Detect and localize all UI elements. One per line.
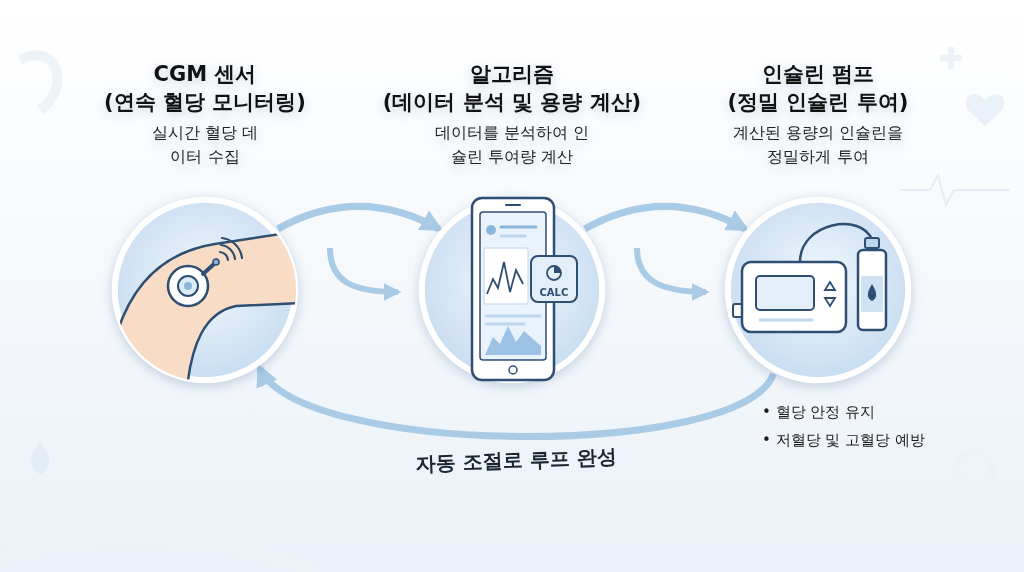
pump-slot: [760, 319, 812, 322]
app-icon: [486, 225, 496, 235]
calc-badge: [531, 256, 577, 302]
bg-heart-icon: [966, 94, 1005, 126]
bullet-note: • 저혈당 및 고혈당 예방: [762, 430, 925, 450]
pump-up-button: [825, 282, 835, 290]
app-bar: [486, 323, 524, 326]
chart-frame: [484, 248, 528, 304]
app-bar: [486, 315, 540, 318]
area-chart: [485, 326, 541, 355]
node-description: 계산된 용량의 인슐린을 정밀하게 투여: [728, 121, 908, 169]
pie-icon: [547, 266, 561, 280]
flow-arrow: [585, 206, 745, 229]
flow-accent-arrow: [637, 248, 706, 292]
node-title: 알고리즘: [352, 60, 672, 88]
node-heading: 알고리즘(데이터 분석 및 용량 계산) 데이터를 분석하여 인슐린 투여량 계산: [352, 60, 672, 169]
node-title: 인슐린 펌프: [658, 60, 978, 88]
edge-label: 자동 조절로 루프 완성: [415, 443, 617, 477]
node-heading: 인슐린 펌프(정밀 인슐린 투여) 계산된 용량의 인슐린을 정밀하게 투여: [658, 60, 978, 169]
phone-speaker: [506, 204, 520, 206]
node-description: 데이터를 분석하여 인슐린 투여량 계산: [432, 121, 592, 169]
circle-outline: [417, 195, 607, 385]
insulin-drop: [868, 284, 876, 301]
pie-wedge: [554, 266, 561, 273]
bg-drop-icon: [31, 440, 49, 474]
sensor-ring: [178, 276, 198, 296]
process-circle: 알고리즘(데이터 분석 및 용량 계산)데이터를 분석하여 인슐린 투여량 계산: [417, 195, 607, 385]
signal-wave: [221, 245, 235, 259]
phone-button: [509, 366, 517, 374]
bg-swirl: [20, 55, 57, 110]
vial-cap: [865, 238, 879, 248]
node-title: (정밀 인슐린 투여): [658, 88, 978, 116]
bg-ring: [957, 452, 993, 488]
sensor-antenna: [203, 264, 214, 274]
pump-body: [742, 262, 846, 332]
circle-fill: [728, 200, 909, 381]
flow-accent-arrow: [330, 248, 398, 292]
node-title: (데이터 분석 및 용량 계산): [352, 88, 672, 116]
sensor-body: [168, 266, 208, 306]
pump-nozzle: [733, 304, 744, 317]
pump-down-button: [825, 298, 835, 306]
pump-tube: [800, 224, 872, 262]
circle-outline: [723, 195, 913, 385]
glucose-line-chart: [487, 262, 523, 294]
circle-fill: [115, 200, 296, 381]
node-title: (연속 혈당 모니터링): [45, 88, 365, 116]
sensor-core: [184, 282, 192, 290]
flow-arrow: [278, 206, 439, 229]
vial-label: [861, 276, 883, 312]
node-description: 실시간 혈당 데이터 수집: [145, 121, 265, 169]
circle-outline: [110, 195, 300, 385]
pump-screen: [756, 276, 814, 310]
node-title: CGM 센서: [45, 60, 365, 88]
node-heading: CGM 센서(연속 혈당 모니터링) 실시간 혈당 데이터 수집: [45, 60, 365, 169]
signal-wave: [220, 252, 228, 260]
icon-label: CALC: [540, 287, 569, 298]
arm-illustration: [96, 228, 320, 400]
sensor-antenna-tip: [213, 259, 219, 265]
phone-screen: [480, 212, 546, 360]
signal-wave: [222, 238, 242, 258]
bg-wave: [0, 538, 320, 572]
bullet-note: • 혈당 안정 유지: [762, 402, 875, 422]
app-bar: [501, 226, 536, 229]
insulin-vial: [858, 250, 886, 330]
app-bar: [501, 235, 525, 238]
process-circle: CGM 센서(연속 혈당 모니터링)실시간 혈당 데이터 수집: [110, 195, 300, 385]
circle-fill: [422, 200, 603, 381]
process-circle: 인슐린 펌프(정밀 인슐린 투여)계산된 용량의 인슐린을 정밀하게 투여: [723, 195, 913, 385]
bg-cross-icon: [940, 47, 962, 69]
bg-pulse-line: [900, 175, 1010, 205]
